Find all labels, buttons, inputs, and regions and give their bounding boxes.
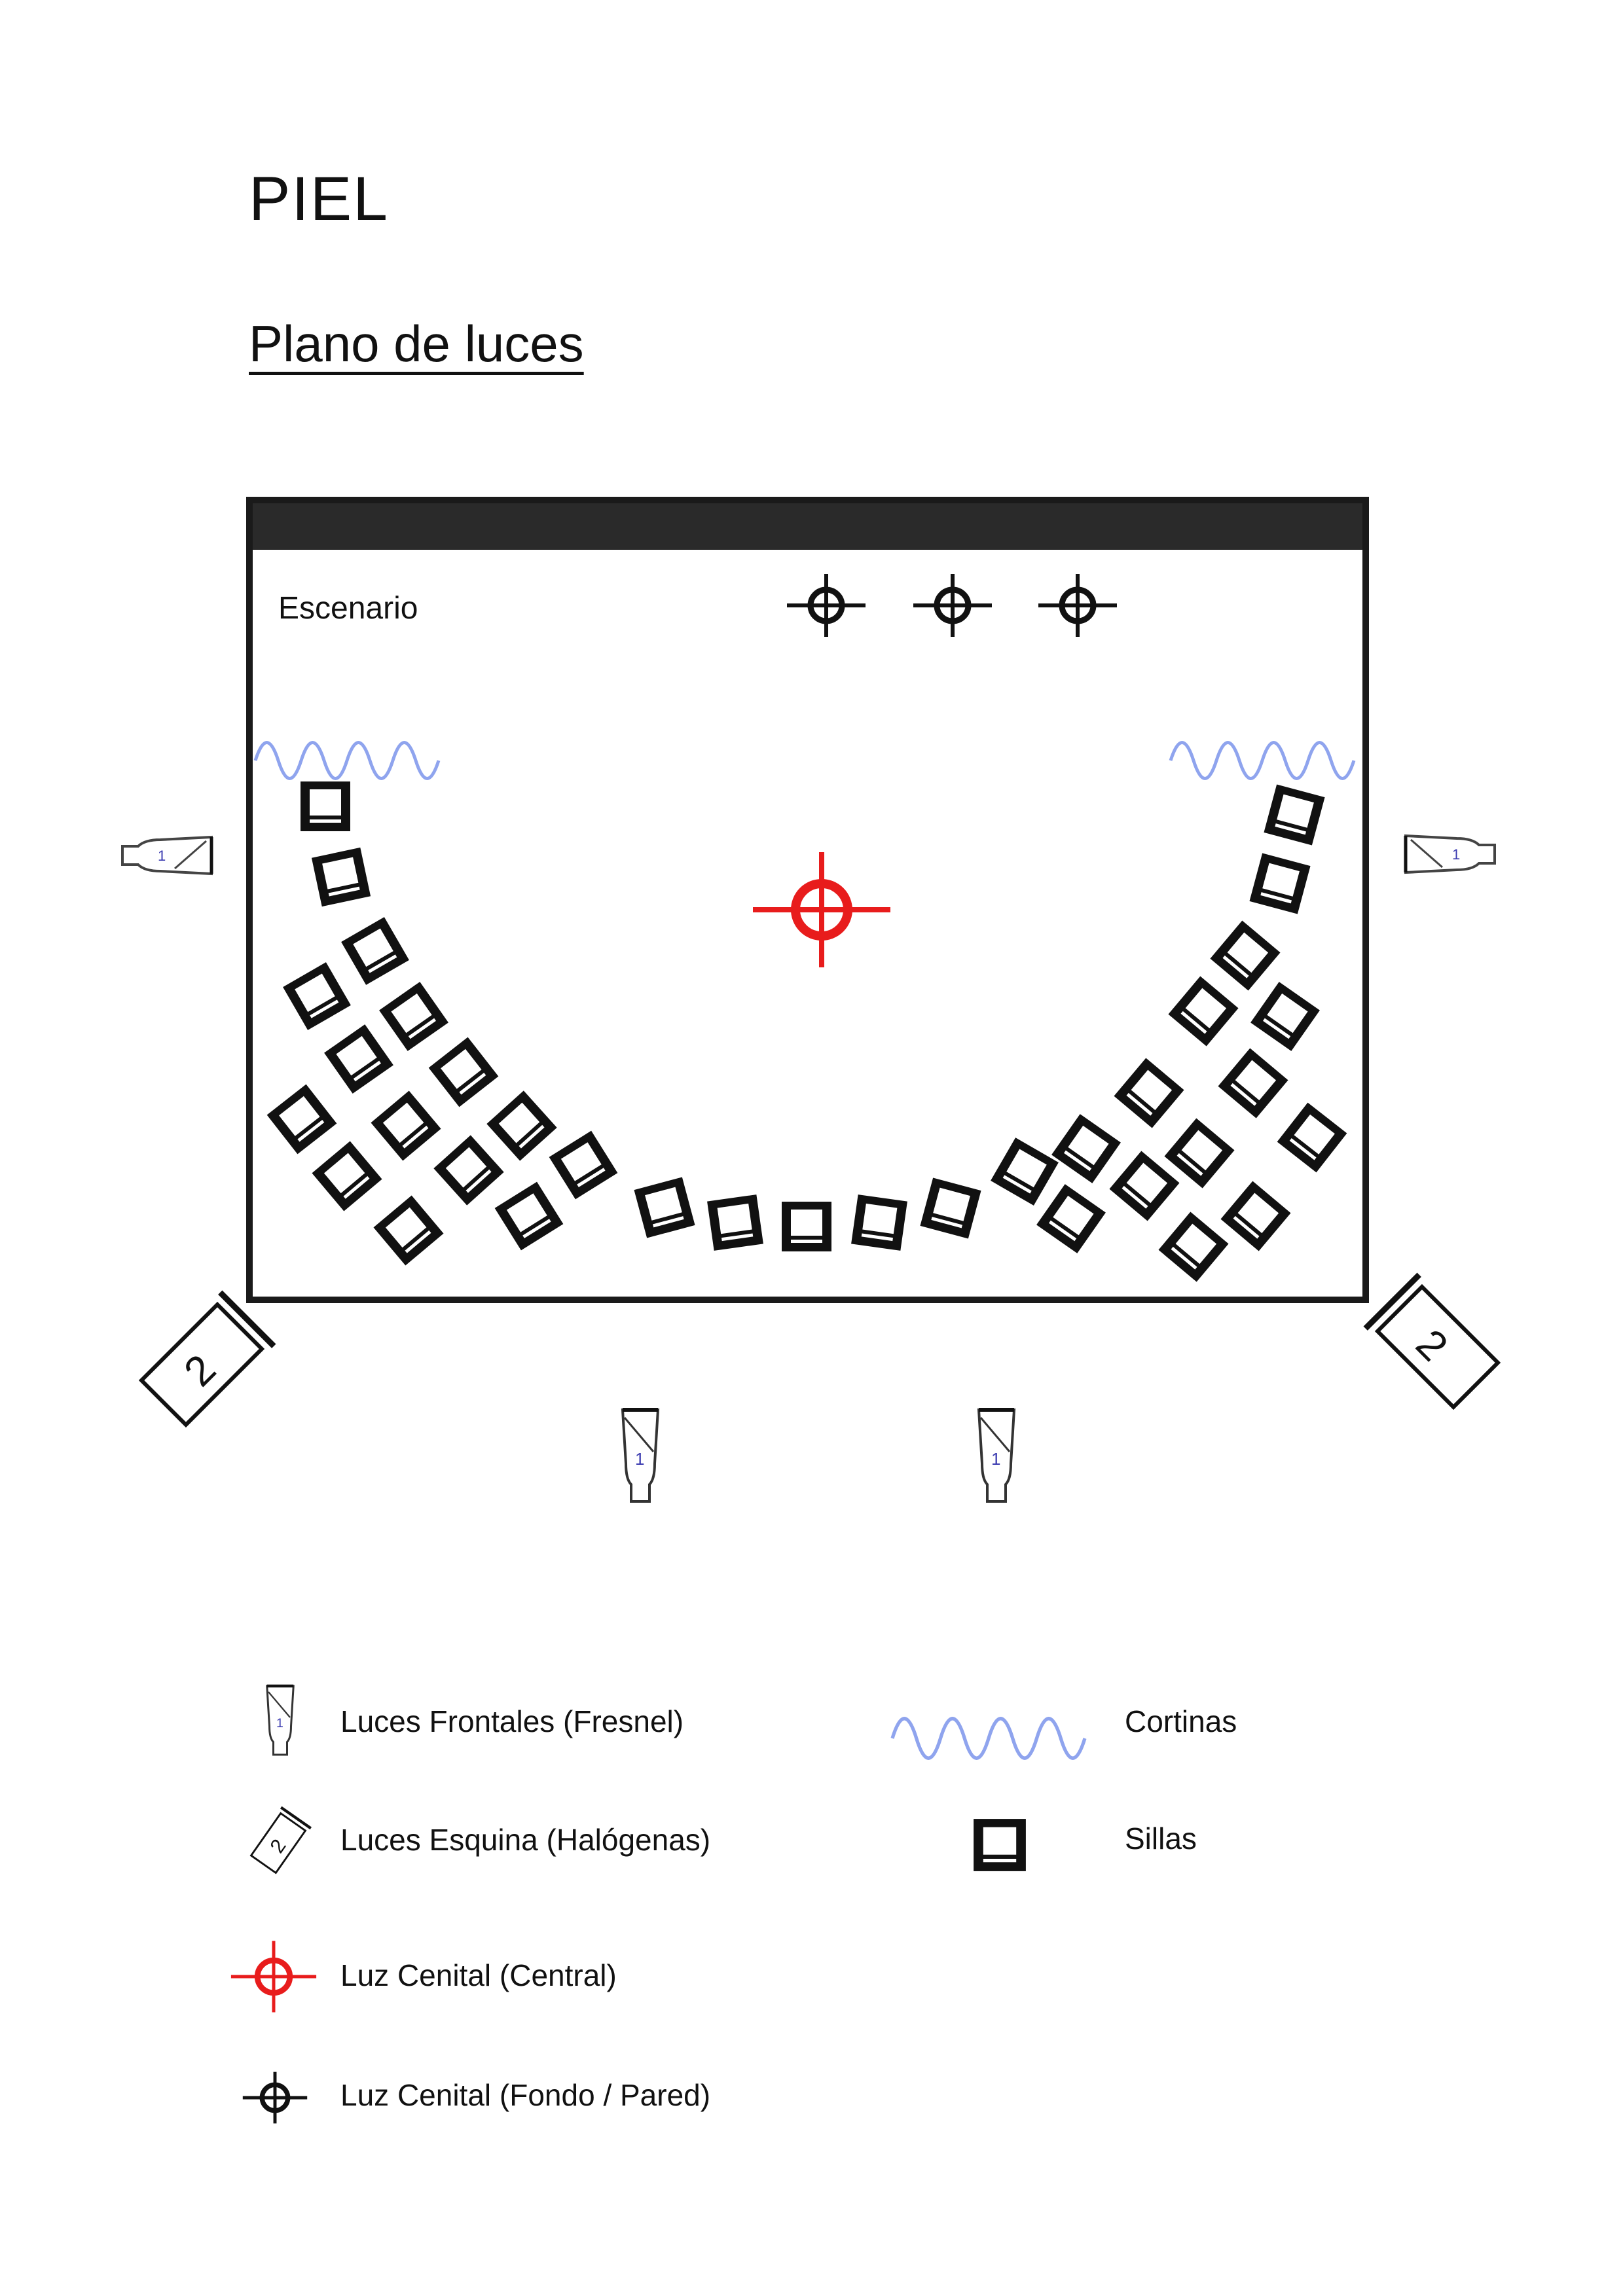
legend-central-light-icon (231, 1941, 316, 2012)
legend-curtain-icon (892, 1719, 1085, 1759)
chair-icon (1220, 1181, 1291, 1251)
document-title: PIEL (249, 164, 389, 234)
chair-icon (1114, 1058, 1184, 1128)
back-light-icon (1038, 574, 1117, 637)
central-light-icon (753, 852, 890, 967)
front-lights: 1 1 (623, 1410, 1014, 1501)
document-subtitle: Plano de luces (249, 315, 584, 372)
chair-icon (486, 1090, 557, 1161)
chair-icon (494, 1181, 564, 1251)
chair-icon (991, 1138, 1059, 1206)
legend-fresnel-icon: 1 (267, 1686, 294, 1755)
chair-icon (1218, 1048, 1288, 1119)
chairs (266, 781, 1347, 1282)
fresnel-front-right-icon: 1 (979, 1410, 1014, 1501)
chair-icon (1168, 976, 1239, 1047)
chair-icon (782, 1202, 831, 1251)
fixture-number: 1 (276, 1716, 283, 1731)
chair-icon (1250, 982, 1320, 1051)
curtain-right-icon (1171, 743, 1354, 779)
chair-icon (549, 1130, 618, 1200)
back-light-icon (787, 574, 866, 637)
chair-icon (379, 982, 448, 1051)
chair-icon (312, 1141, 382, 1211)
curtain-left-icon (255, 743, 439, 779)
chair-icon (707, 1194, 763, 1251)
chair-icon (324, 1024, 393, 1094)
chair-icon (433, 1135, 504, 1206)
legend-chair-icon (974, 1819, 1026, 1871)
halogen-left-icon: 2 (137, 1293, 274, 1429)
chair-icon (311, 847, 371, 907)
fixture-number: 1 (1452, 846, 1460, 863)
stage-label: Escenario (278, 591, 418, 626)
side-fresnel-left-icon: 1 (122, 837, 211, 874)
chair-icon (301, 781, 350, 831)
chair-icon (428, 1037, 499, 1107)
stage-back-wall-band (247, 497, 1368, 550)
legend-chairs-label: Sillas (1125, 1821, 1197, 1856)
halogen-right-icon: 2 (1366, 1275, 1503, 1412)
chair-icon (1210, 920, 1281, 991)
chair-icon (1264, 784, 1325, 846)
fixture-number: 1 (991, 1449, 1000, 1469)
curtains (255, 743, 1354, 779)
legend-fresnel-label: Luces Frontales (Fresnel) (340, 1704, 684, 1738)
side-lights: 1 1 (122, 836, 1495, 874)
chair-icon (373, 1195, 444, 1266)
chair-icon (266, 1084, 337, 1155)
chair-icon (283, 962, 351, 1030)
legend-halogen-label: Luces Esquina (Halógenas) (340, 1823, 710, 1857)
chair-icon (1109, 1151, 1180, 1221)
chair-icon (1249, 853, 1311, 914)
fresnel-front-left-icon: 1 (623, 1410, 658, 1501)
side-fresnel-right-icon (1406, 836, 1495, 872)
legend-curtains-label: Cortinas (1125, 1704, 1237, 1738)
chair-icon (920, 1177, 981, 1239)
legend-back-label: Luz Cenital (Fondo / Pared) (340, 2078, 710, 2112)
fixture-number: 1 (158, 848, 166, 864)
chair-icon (1158, 1211, 1229, 1282)
chair-icon (1164, 1118, 1235, 1189)
chair-icon (1051, 1114, 1121, 1183)
chair-icon (1036, 1184, 1106, 1253)
back-wall-lights (787, 574, 1117, 637)
corner-lights: 2 2 (137, 1275, 1503, 1429)
chair-icon (1277, 1102, 1347, 1173)
chair-icon (634, 1177, 695, 1238)
legend-back-light-icon (243, 2072, 307, 2124)
chair-icon (371, 1090, 441, 1161)
legend-halogen-icon: 2 (249, 1807, 311, 1874)
back-light-icon (913, 574, 992, 637)
legend: 1 Luces Frontales (Fresnel) 2 Luces Esqu… (231, 1686, 1237, 2123)
stage-outline (246, 497, 1369, 1303)
chair-icon (341, 917, 409, 985)
stage-room: Escenario (246, 497, 1369, 1303)
legend-central-label: Luz Cenital (Central) (340, 1958, 617, 1992)
fixture-number: 1 (635, 1449, 644, 1469)
chair-icon (851, 1194, 907, 1251)
